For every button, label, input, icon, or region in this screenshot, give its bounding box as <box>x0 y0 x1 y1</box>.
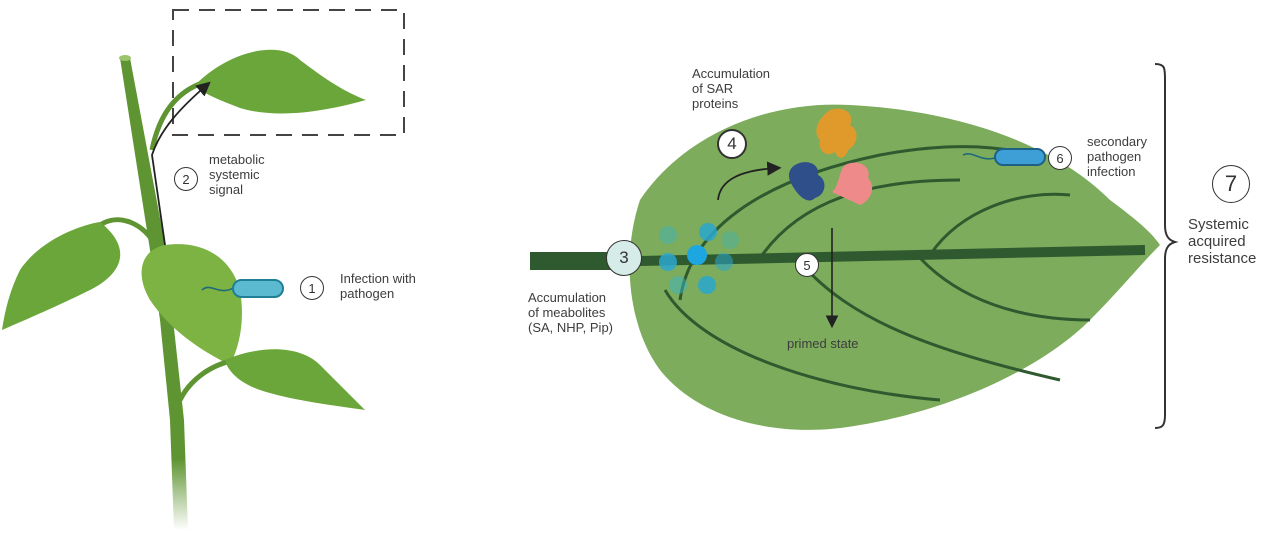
metabolite-cluster <box>659 223 739 294</box>
sar-proteins <box>788 108 873 205</box>
leaf-detail-illustration <box>530 104 1160 430</box>
protein-pink <box>832 162 873 205</box>
step-2-label: metabolic systemic signal <box>209 152 265 197</box>
zoom-dashed-box <box>172 9 405 136</box>
leaf-upper <box>195 49 366 114</box>
stem-tip <box>119 55 131 61</box>
step-7-badge: 7 <box>1212 165 1250 203</box>
vein-2 <box>663 289 941 402</box>
leaf-infected <box>141 244 242 365</box>
systemic-signal-arrow <box>151 81 211 246</box>
plant-stem <box>120 58 188 530</box>
step-5-badge: 5 <box>795 253 819 277</box>
step-4-badge: 4 <box>717 129 747 159</box>
vein-6 <box>918 256 1091 322</box>
vein-3 <box>758 178 961 259</box>
plant-illustration <box>2 9 405 530</box>
petiole-upper <box>149 79 206 151</box>
petiole-left <box>98 217 158 247</box>
step-6-label: secondary pathogen infection <box>1087 134 1147 179</box>
step-3-badge: 3 <box>606 240 642 276</box>
step-6-badge: 6 <box>1048 146 1072 170</box>
step-2-badge: 2 <box>174 167 198 191</box>
step-1-label: Infection with pathogen <box>340 271 416 301</box>
leaf-left <box>2 222 121 330</box>
leaf-lower <box>225 349 365 410</box>
petiole-lower <box>177 357 236 402</box>
vein-5 <box>928 192 1071 256</box>
resistance-brace <box>1154 63 1179 429</box>
protein-blue <box>788 162 825 201</box>
step-5-label: primed state <box>787 336 859 351</box>
vein-4 <box>798 261 1061 382</box>
step-1-badge: 1 <box>300 276 324 300</box>
protein-arrow <box>717 161 782 201</box>
step-4-label: Accumulation of SAR proteins <box>692 66 771 111</box>
step-3-label: Accumulation of meabolites (SA, NHP, Pip… <box>528 290 614 335</box>
pathogen-icon <box>201 279 284 298</box>
pathogen-icon-secondary <box>962 148 1046 166</box>
leaf-blade <box>629 104 1160 430</box>
protein-orange <box>816 108 857 158</box>
step-7-label: Systemic acquired resistance <box>1188 216 1257 267</box>
